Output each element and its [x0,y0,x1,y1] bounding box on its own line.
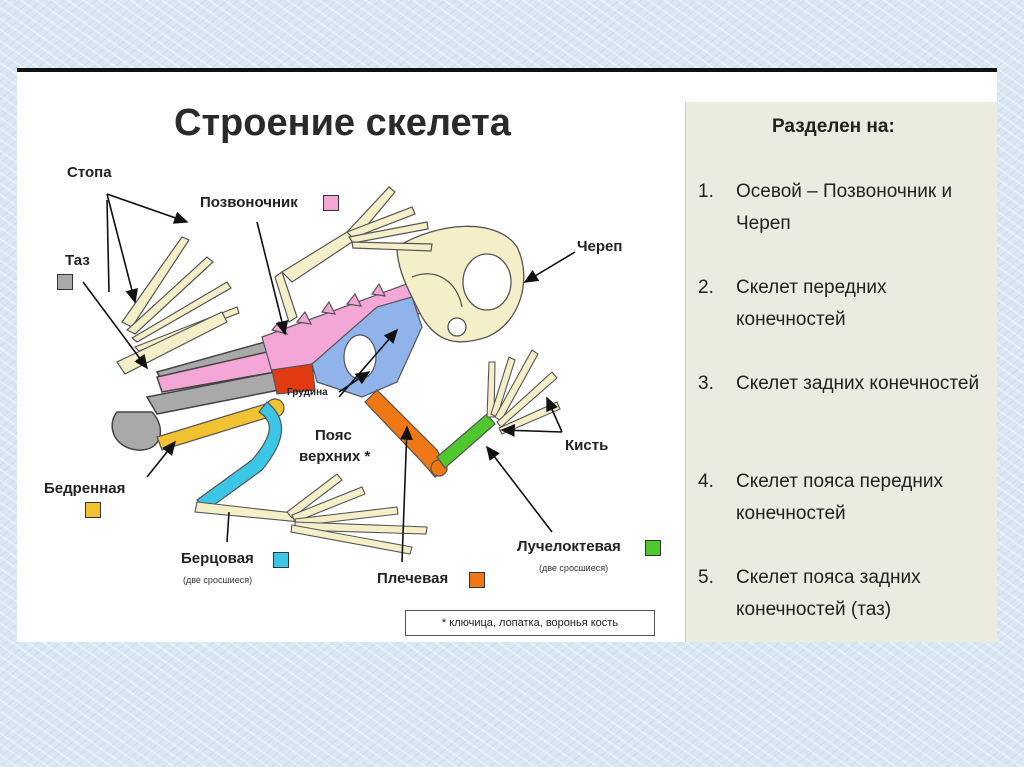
label-stopa: Стопа [67,164,112,181]
division-panel: Разделен на: 1. Осевой – Позвоночник и Ч… [685,102,997,642]
panel-heading: Разделен на: [772,116,895,138]
frog-skeleton-diagram [17,72,685,642]
panel-item-number: 4. [698,466,714,498]
slide: Строение скелета [17,72,997,642]
panel-item-number: 2. [698,272,714,304]
label-bertsovaya: Берцовая [181,550,254,567]
swatch-pozvonochnik [323,195,339,211]
panel-item-text: Скелет пояса задних конечностей (таз) [736,562,996,626]
panel-item-text: Скелет пояса передних конечностей [736,466,996,530]
front-hand [487,350,560,434]
swatch-bertsovaya [273,552,289,568]
sublabel-bertsovaya: (две сросшиеся) [183,575,252,585]
label-taz: Таз [65,252,90,269]
label-pozvonochnik: Позвоночник [200,194,298,211]
radioulna-bone [437,414,495,468]
panel-item-text: Осевой – Позвоночник и Череп [736,176,996,240]
footnote-box: * ключица, лопатка, воронья кость [405,610,655,636]
label-plechevaya: Плечевая [377,570,448,587]
panel-item-number: 5. [698,562,714,594]
swatch-taz [57,274,73,290]
label-poyas: Пояс [315,427,352,444]
panel-item-text: Скелет задних конечностей [736,368,996,400]
panel-item-number: 1. [698,176,714,208]
label-luchelokt: Лучелоктевая [517,538,621,555]
swatch-bedrennaya [85,502,101,518]
label-verhnih: верхних * [299,448,370,465]
sublabel-luchelokt: (две сросшиеся) [539,563,608,573]
label-bedrennaya: Бедренная [44,480,125,497]
label-grudina: Грудина [287,387,328,398]
label-kist: Кисть [565,437,608,454]
panel-item-text: Скелет передних конечностей [736,272,996,336]
panel-item-number: 3. [698,368,714,400]
swatch-plechevaya [469,572,485,588]
swatch-luchelokt [645,540,661,556]
label-cherep: Череп [577,238,622,255]
